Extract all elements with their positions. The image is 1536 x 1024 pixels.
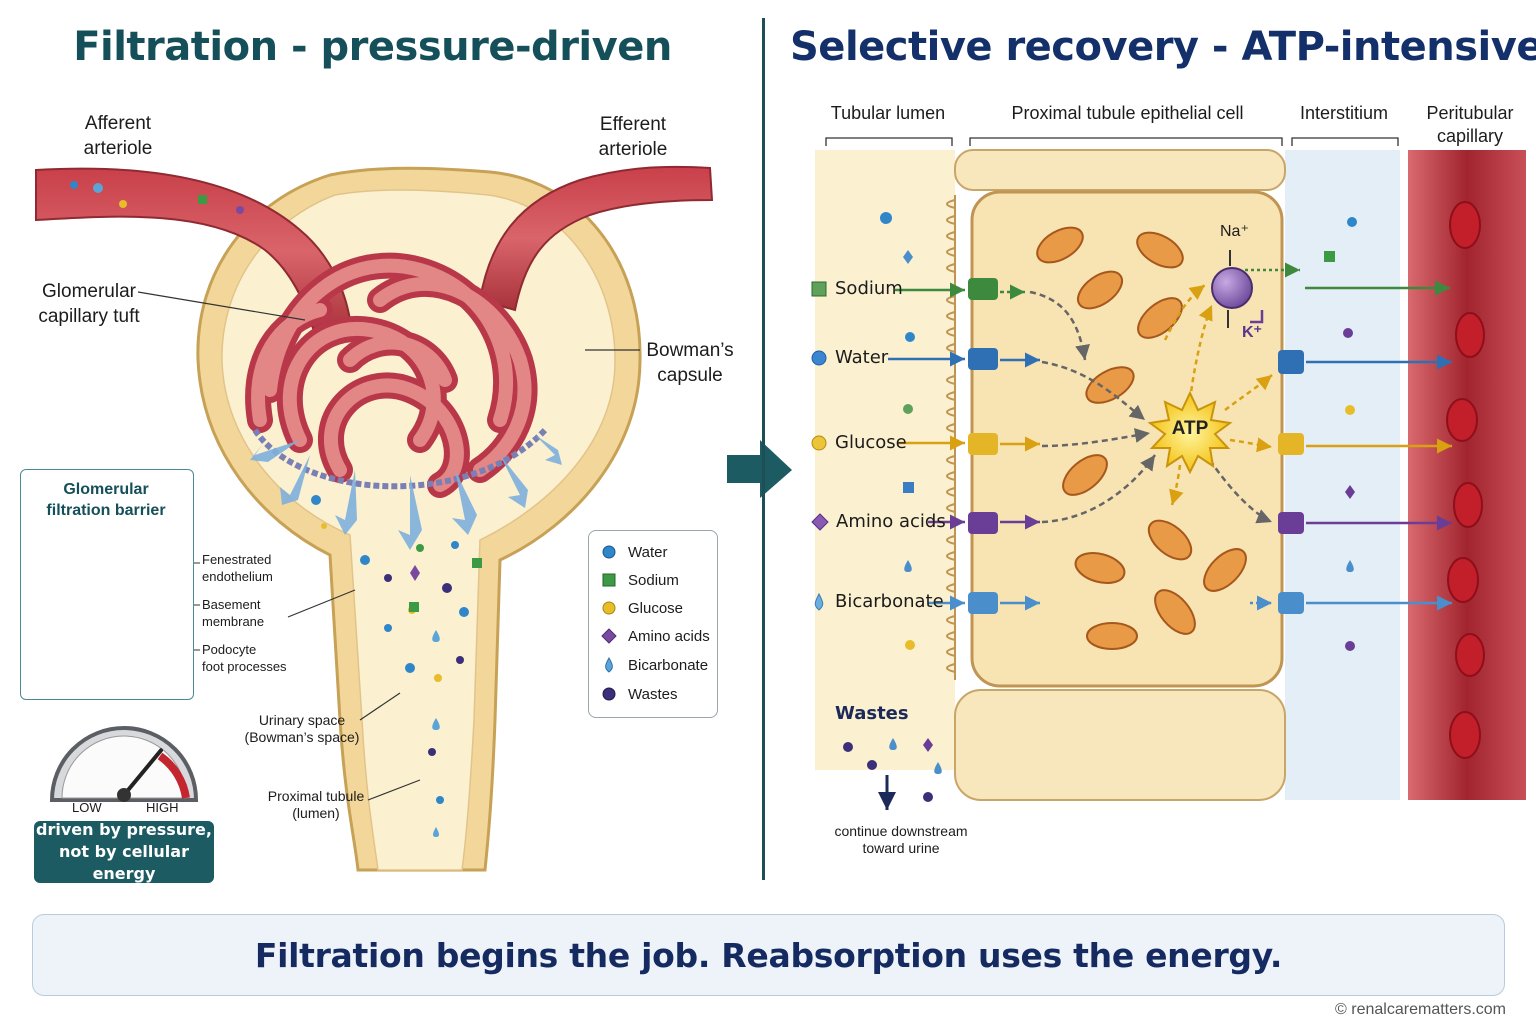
legend-label: Wastes	[628, 685, 678, 703]
legend-item-wastes: Wastes	[600, 683, 677, 705]
urinary-space-label: Urinary space (Bowman’s space)	[244, 712, 360, 745]
yellow-circle-icon	[602, 601, 616, 615]
efferent-arteriole	[478, 165, 714, 312]
na-label: Na⁺	[1220, 223, 1249, 240]
solute-label: Bicarbonate	[835, 591, 944, 612]
k-label: K⁺	[1242, 324, 1262, 341]
filtration-barrier-title: Glomerular filtration barrier	[46, 481, 166, 519]
interstitium-particles	[1324, 217, 1357, 651]
transition-arrow	[727, 440, 792, 498]
na-k-pump	[1211, 267, 1253, 309]
copyright: © renalcarematters.com	[1335, 1001, 1506, 1018]
filtrate-particles	[70, 181, 482, 837]
panel-divider	[762, 18, 765, 880]
solute-label: Amino acids	[836, 511, 946, 532]
column-epithelial-cell: Proximal tubule epithelial cell	[1011, 103, 1244, 123]
wastes-label: Wastes	[835, 703, 909, 724]
solute-amino-acids: Amino acids	[810, 511, 946, 532]
pressure-badge-text: driven by pressure, not by cellular ener…	[36, 820, 212, 883]
fenestrated-endothelium-label: Fenestrated endothelium	[202, 552, 273, 584]
legend-label: Amino acids	[628, 627, 710, 645]
summary-banner: Filtration begins the job. Reabsorption …	[32, 914, 1505, 996]
legend-item-sodium: Sodium	[600, 569, 679, 591]
atp-label: ATP	[1171, 418, 1209, 439]
blue-circle-icon	[602, 545, 616, 559]
blue-drop-icon	[605, 656, 613, 673]
glomerular-tuft-label: Glomerular capillary tuft	[38, 281, 140, 327]
epithelial-cell	[970, 190, 1284, 688]
right-title: Selective recovery - ATP-intensive	[790, 24, 1536, 70]
pressure-gauge	[49, 726, 199, 802]
solute-label: Water	[835, 347, 889, 368]
solute-label: Glucose	[835, 432, 907, 453]
legend	[588, 530, 718, 718]
atp-starburst	[1147, 390, 1233, 475]
solute-bicarbonate: Bicarbonate	[810, 591, 944, 612]
pressure-badge: driven by pressure, not by cellular ener…	[34, 820, 214, 883]
legend-item-glucose: Glucose	[600, 597, 683, 619]
legend-label: Bicarbonate	[628, 656, 709, 674]
apical-transporters	[968, 278, 998, 614]
basolateral-transporters	[1278, 350, 1304, 614]
blue-circle-icon	[811, 350, 827, 365]
interstitium-bg	[1285, 150, 1400, 800]
column-peritubular-capillary: Peritubular capillary	[1426, 103, 1514, 146]
column-interstitium: Interstitium	[1299, 103, 1389, 123]
gauge-high-label: HIGH	[146, 800, 179, 815]
red-blood-cells	[1446, 201, 1485, 759]
legend-label: Water	[628, 543, 668, 561]
downstream-label: continue downstream toward urine	[834, 823, 968, 856]
tubular-lumen-bg	[815, 150, 955, 770]
dark-purple-circle-icon	[602, 687, 616, 701]
efferent-arteriole-label: Efferent arteriole	[598, 114, 668, 160]
podocyte-label: Podocyte foot processes	[202, 642, 287, 674]
gauge-low-label: LOW	[72, 800, 102, 815]
glomerular-tuft	[245, 252, 538, 498]
solute-label: Sodium	[835, 278, 903, 299]
legend-item-water: Water	[600, 541, 667, 563]
solute-water: Water	[810, 347, 888, 368]
filtration-barrier-inset	[20, 469, 194, 700]
afferent-arteriole-label: Afferent arteriole	[83, 113, 153, 159]
basement-membrane-label: Basement membrane	[202, 597, 265, 629]
summary-text: Filtration begins the job. Reabsorption …	[254, 935, 1283, 975]
peritubular-capillary-bg	[1408, 150, 1526, 800]
mitochondria	[1036, 226, 1247, 650]
left-title: Filtration - pressure-driven	[73, 24, 672, 70]
legend-item-bicarbonate: Bicarbonate	[600, 654, 708, 676]
gauge-needle	[122, 748, 163, 797]
filtration-arrows	[250, 435, 562, 550]
solute-sodium: Sodium	[810, 278, 903, 299]
solute-glucose: Glucose	[810, 432, 907, 453]
green-square-icon	[602, 573, 616, 587]
purple-diamond-icon	[811, 512, 829, 531]
purple-diamond-icon	[601, 628, 617, 644]
bowman-capsule-label: Bowman’s capsule	[646, 340, 734, 386]
blue-drop-icon	[814, 592, 824, 611]
legend-label: Sodium	[628, 571, 679, 589]
column-tubular-lumen: Tubular lumen	[830, 103, 946, 123]
green-square-icon	[811, 281, 827, 296]
proximal-lumen-label: Proximal tubule (lumen)	[267, 788, 365, 821]
legend-label: Glucose	[628, 599, 684, 617]
legend-item-amino-acids: Amino acids	[600, 625, 710, 647]
yellow-circle-icon	[811, 435, 827, 450]
lumen-particles	[843, 212, 942, 802]
